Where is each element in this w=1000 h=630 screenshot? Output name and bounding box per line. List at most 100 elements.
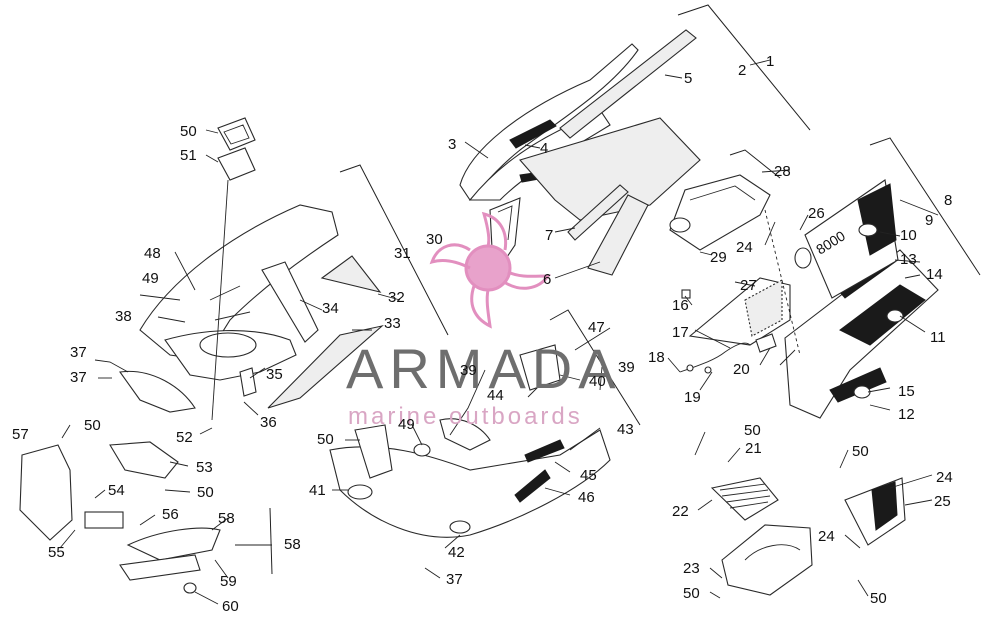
- callout-label: 50: [317, 431, 334, 448]
- callout-label: 23: [683, 560, 700, 577]
- belly-pan: [329, 344, 611, 538]
- callout-label: 48: [144, 245, 161, 262]
- callout-label: 37: [446, 571, 463, 588]
- callout-label: 3: [448, 136, 456, 153]
- vent-grille-22: [710, 477, 779, 521]
- callout-label: 34: [322, 300, 339, 317]
- callout-label: 53: [196, 459, 213, 476]
- callout-label: 50: [197, 484, 214, 501]
- callout-label: 39: [460, 362, 477, 379]
- callout-label: 50: [744, 422, 761, 439]
- callout-label: 56: [162, 506, 179, 523]
- gasket-52: [217, 147, 256, 181]
- callout-label: 49: [142, 270, 159, 287]
- callout-label: 9: [925, 212, 933, 229]
- callout-label: 24: [736, 239, 753, 256]
- callout-label: 1: [766, 53, 774, 70]
- callout-label: 22: [672, 503, 689, 520]
- foam-strip-5: [559, 29, 697, 139]
- callout-label: 37: [70, 369, 87, 386]
- watermark-brand: ARMADA: [346, 337, 622, 400]
- callout-label: 35: [266, 366, 283, 383]
- callout-label: 39: [618, 359, 635, 376]
- callout-label: 50: [852, 443, 869, 460]
- callout-label: 15: [898, 383, 915, 400]
- callout-label: 60: [222, 598, 239, 615]
- callout-label: 25: [934, 493, 951, 510]
- callout-label: 49: [398, 416, 415, 433]
- callout-label: 11: [930, 329, 946, 346]
- callout-label: 20: [733, 361, 750, 378]
- callout-label: 14: [926, 266, 943, 283]
- nose-panel: [119, 204, 339, 413]
- foam-strip-34: [267, 325, 384, 409]
- callout-label: 37: [70, 344, 87, 361]
- leader-lines: [59, 59, 939, 605]
- callout-label: 45: [580, 467, 597, 484]
- callout-label: 58: [218, 510, 235, 527]
- callout-label: 17: [672, 324, 689, 341]
- callout-label: 18: [648, 349, 665, 366]
- callout-label: 12: [898, 406, 915, 423]
- vent-cap-30: [669, 217, 691, 233]
- watermark-tagline: marine outboards: [348, 403, 583, 430]
- callout-label: 6: [543, 271, 551, 288]
- callout-label: 41: [309, 482, 326, 499]
- armada-logo-icon: [429, 211, 551, 329]
- seal-ring-51: [217, 117, 256, 151]
- panel-57-59: [119, 527, 221, 594]
- bracket-54: [109, 441, 179, 479]
- grommet-10: [858, 223, 878, 237]
- callout-label: 28: [774, 163, 791, 180]
- vent-grille-26: [844, 477, 906, 546]
- callout-label: 30: [426, 231, 443, 248]
- callout-label: 26: [808, 205, 825, 222]
- callout-label: 5: [684, 70, 692, 87]
- grommet-49b: [413, 443, 431, 457]
- callout-label: 43: [617, 421, 634, 438]
- callout-label: 40: [589, 373, 606, 390]
- callout-label: 59: [220, 573, 237, 590]
- callout-label: 16: [672, 297, 689, 314]
- callout-label: 38: [115, 308, 132, 325]
- harness-16-20: [679, 289, 777, 374]
- callout-label: 31: [394, 245, 411, 262]
- callout-label: 32: [388, 289, 405, 306]
- side-decal-8000: 8000: [804, 179, 899, 299]
- callout-label: 7: [545, 227, 553, 244]
- callout-label: 51: [180, 147, 197, 164]
- foam-pad-large: [519, 117, 701, 221]
- grommet-11: [886, 309, 904, 323]
- callout-label: 50: [84, 417, 101, 434]
- callout-label: 33: [384, 315, 401, 332]
- foam-block-6: [587, 194, 649, 276]
- callout-label: 27: [740, 277, 757, 294]
- callout-label: 58: [284, 536, 301, 553]
- callout-label: 8: [944, 192, 952, 209]
- callout-label: 54: [108, 482, 125, 499]
- foam-strip-7: [567, 184, 629, 241]
- vent-duct-29: [669, 174, 771, 251]
- plug-27: [794, 247, 812, 269]
- callout-label: 52: [176, 429, 193, 446]
- callout-label: 24: [818, 528, 835, 545]
- callout-label: 36: [260, 414, 277, 431]
- callout-label: 4: [540, 140, 548, 157]
- callout-label: 50: [870, 590, 887, 607]
- grommet-15: [853, 385, 871, 399]
- side-shield-58: [19, 444, 124, 541]
- callout-label: 44: [487, 387, 504, 404]
- callout-label: 55: [48, 544, 65, 561]
- callout-label: 24: [936, 469, 953, 486]
- callout-label: 10: [900, 227, 917, 244]
- callout-label: 29: [710, 249, 727, 266]
- callout-label: 2: [738, 62, 746, 79]
- callout-label: 13: [900, 251, 917, 268]
- foam-triangle-33: [320, 255, 382, 293]
- group-brackets: [269, 4, 981, 575]
- vent-housing-23: [721, 524, 813, 596]
- callout-label: 50: [683, 585, 700, 602]
- callout-label: 21: [745, 440, 762, 457]
